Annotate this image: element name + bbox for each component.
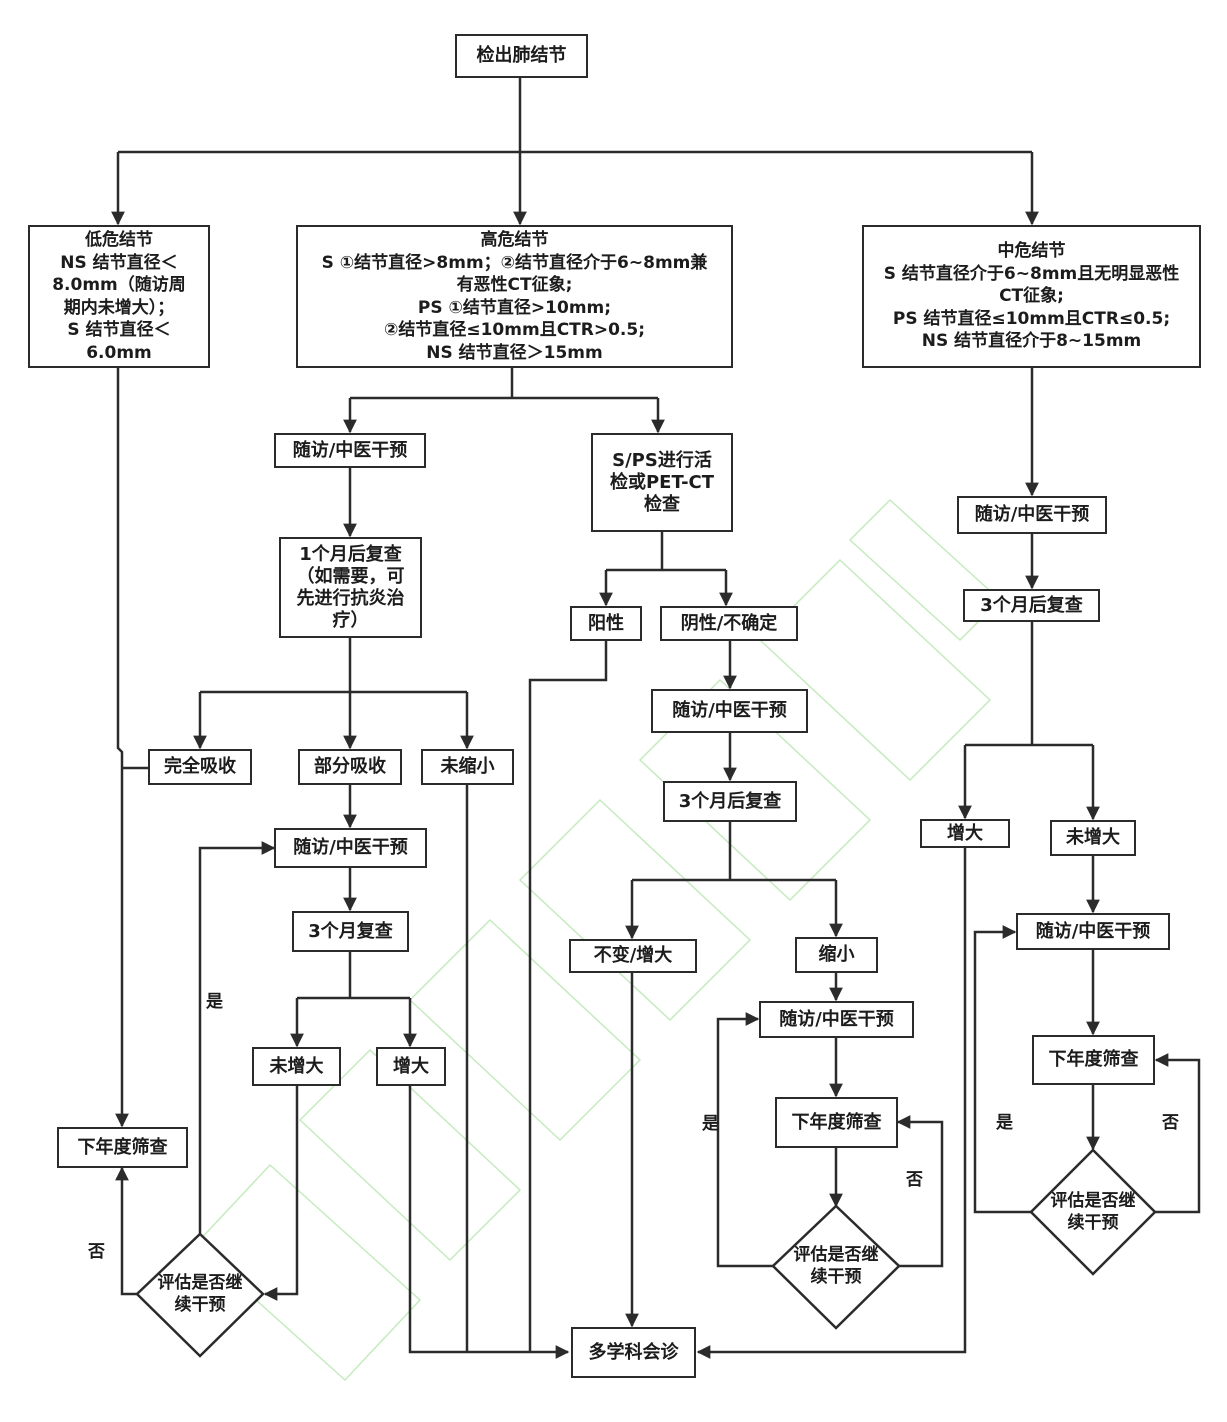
assess-right-text: 评估是否继 续干预 bbox=[1050, 1191, 1136, 1233]
followup-shrunk-box: 随访/中医干预 bbox=[759, 1001, 914, 1038]
assess-diamond-left bbox=[135, 1232, 265, 1358]
next-year-mid-box: 下年度筛查 bbox=[775, 1097, 898, 1148]
unchanged-enlarged-box: 不变/增大 bbox=[569, 939, 697, 973]
followup-high-box: 随访/中医干预 bbox=[274, 433, 426, 468]
assess-mid-text: 评估是否继 续干预 bbox=[793, 1245, 879, 1287]
start-node: 检出肺结节 bbox=[455, 34, 588, 78]
mid-risk-box: 中危结节 S 结节直径介于6~8mm且无明显恶性 CT征象; PS 结节直径≤1… bbox=[862, 225, 1201, 368]
not-enlarged-right-box: 未增大 bbox=[1050, 820, 1136, 856]
enlarged-right-box: 增大 bbox=[920, 819, 1010, 848]
negative-uncertain-box: 阴性/不确定 bbox=[660, 606, 798, 641]
shrunk-box: 缩小 bbox=[795, 937, 878, 973]
assess-diamond-mid bbox=[771, 1204, 901, 1330]
followup-partial-box: 随访/中医干预 bbox=[274, 828, 427, 868]
recheck-3m-right-box: 3个月后复查 bbox=[963, 589, 1100, 622]
high-risk-box: 高危结节 S ①结节直径>8mm；②结节直径介于6~8mm兼 有恶性CT征象; … bbox=[296, 225, 733, 368]
yes-label-right: 是 bbox=[996, 1113, 1013, 1133]
recheck-3m-left-box: 3个月复查 bbox=[292, 911, 409, 952]
yes-label-mid: 是 bbox=[702, 1114, 719, 1134]
next-year-right-box: 下年度筛查 bbox=[1032, 1035, 1155, 1085]
next-year-left-box: 下年度筛查 bbox=[57, 1127, 188, 1168]
not-enlarged-left-box: 未增大 bbox=[252, 1047, 341, 1086]
enlarged-left-box: 增大 bbox=[376, 1047, 446, 1086]
mdt-box: 多学科会诊 bbox=[571, 1327, 696, 1378]
not-shrunk-box: 未缩小 bbox=[421, 749, 514, 785]
recheck-3m-mid-box: 3个月后复查 bbox=[663, 781, 797, 822]
recheck-1m-box: 1个月后复查 （如需要，可 先进行抗炎治 疗） bbox=[279, 537, 422, 638]
low-risk-box: 低危结节 NS 结节直径＜ 8.0mm（随访周 期内未增大）； S 结节直径＜ … bbox=[28, 225, 210, 368]
assess-diamond-right bbox=[1029, 1148, 1157, 1276]
no-label-left: 否 bbox=[88, 1242, 105, 1262]
no-label-mid: 否 bbox=[906, 1170, 923, 1190]
watermark bbox=[193, 498, 1002, 1382]
complete-absorb-box: 完全吸收 bbox=[148, 749, 252, 785]
assess-left-text: 评估是否继 续干预 bbox=[157, 1273, 243, 1315]
positive-box: 阳性 bbox=[570, 606, 642, 641]
followup-midrisk-box: 随访/中医干预 bbox=[957, 496, 1107, 534]
biopsy-box: S/PS进行活 检或PET-CT 检查 bbox=[591, 433, 733, 532]
no-label-right: 否 bbox=[1162, 1113, 1179, 1133]
yes-label-left: 是 bbox=[206, 992, 223, 1012]
followup-right-box: 随访/中医干预 bbox=[1016, 913, 1170, 950]
partial-absorb-box: 部分吸收 bbox=[298, 749, 402, 785]
followup-neg-box: 随访/中医干预 bbox=[651, 689, 808, 733]
